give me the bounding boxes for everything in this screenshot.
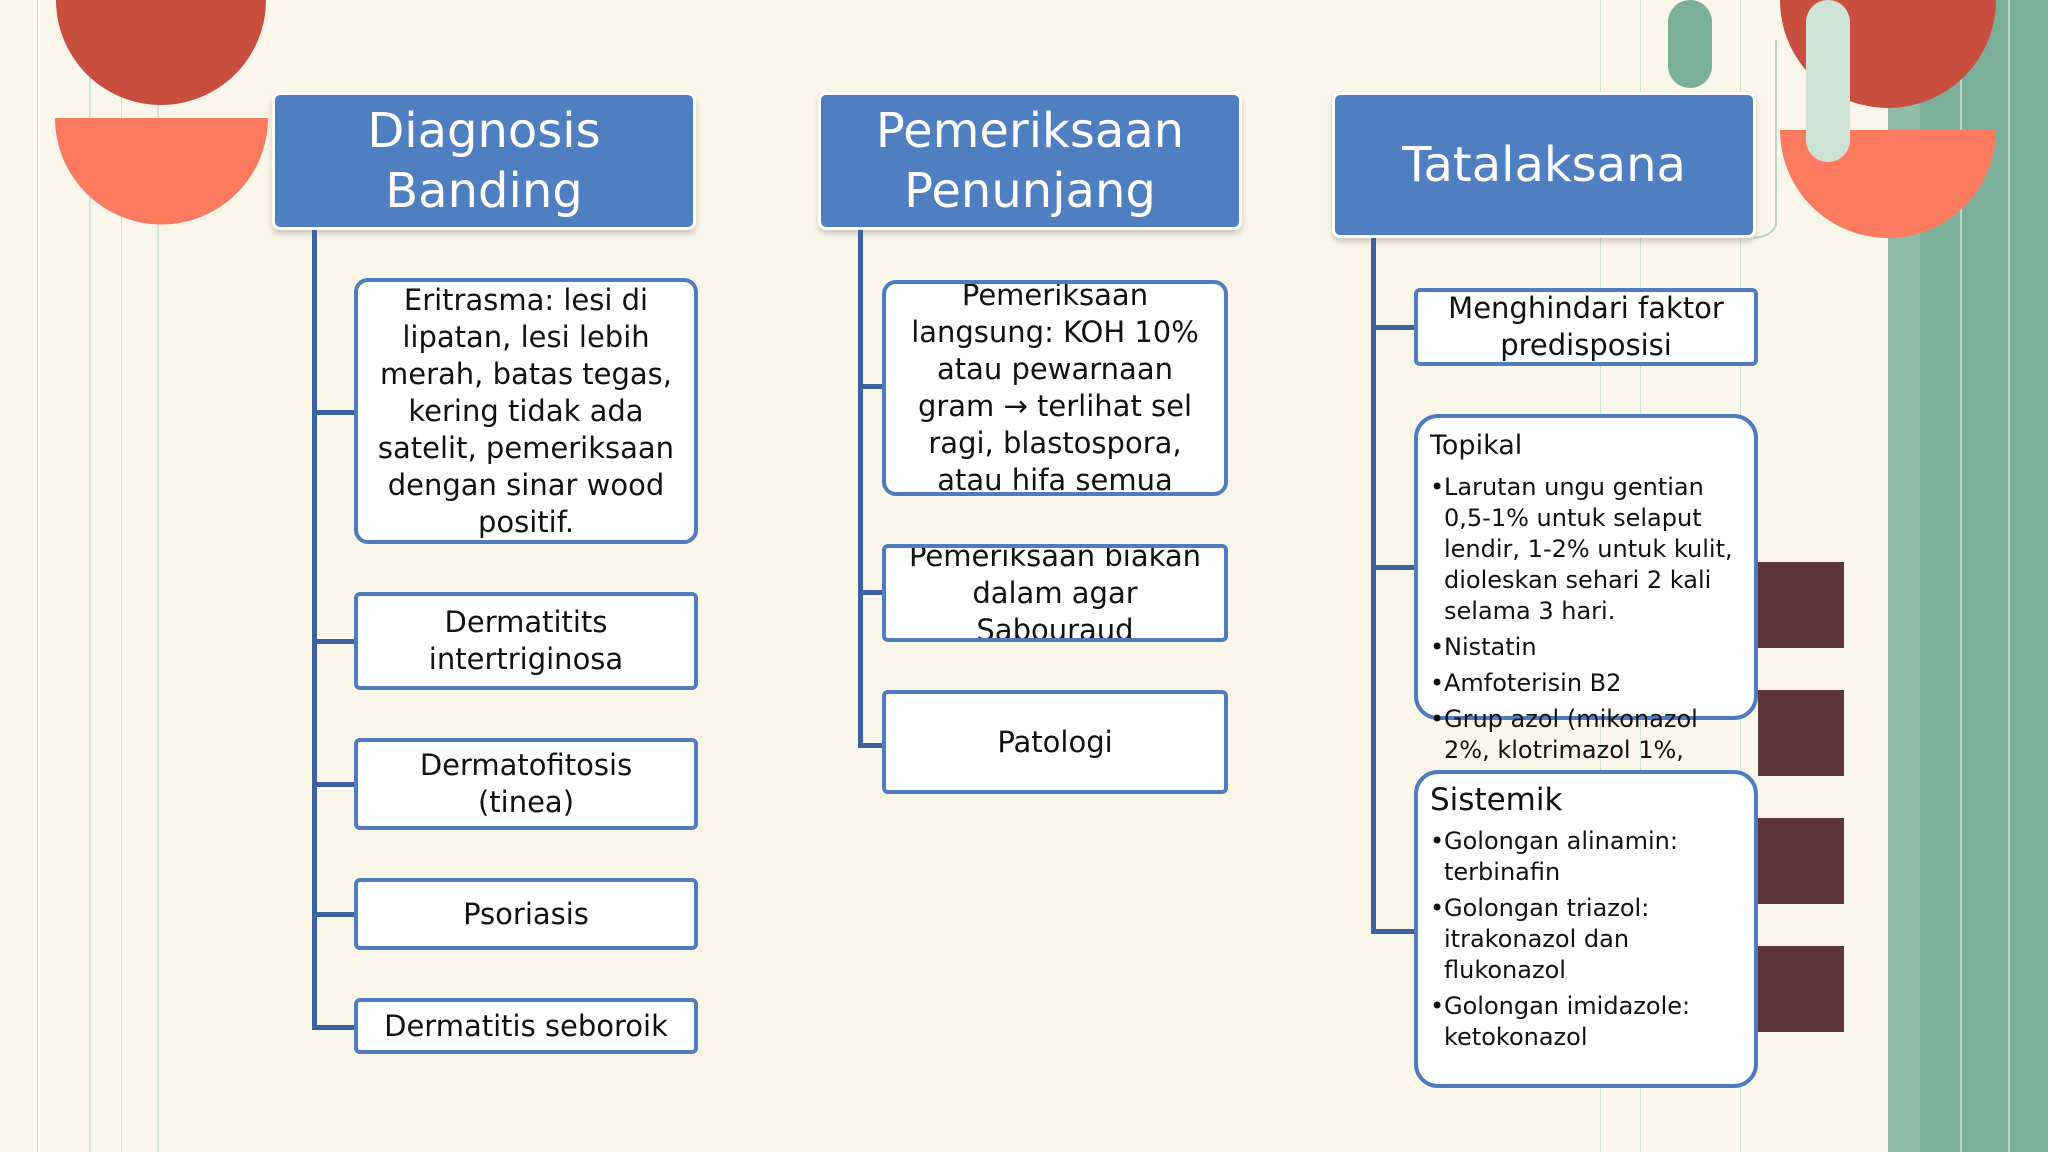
connector-branch (312, 639, 358, 644)
box-text: Dermatitits intertriginosa (428, 605, 624, 676)
connector-branch (312, 410, 358, 415)
list-item: •Nistatin (1430, 633, 1537, 661)
box-psoriasis: Psoriasis (354, 878, 698, 950)
decor-vertical-line (37, 0, 38, 1152)
connector-branch (312, 1025, 358, 1030)
header-pemeriksaan-penunjang: Pemeriksaan Penunjang (818, 92, 1242, 230)
sistemik-title: Sistemik (1430, 782, 1563, 818)
list-item-text: Nistatin (1444, 633, 1537, 661)
connector-trunk (312, 230, 317, 1030)
decor-brown-square (1758, 818, 1844, 904)
connector-branch (858, 743, 904, 748)
box-text: Dermatitis seboroik (384, 1008, 668, 1043)
box-text: Patologi (997, 724, 1113, 759)
list-item: •Golongan triazol: itrakonazol dan fluko… (1430, 894, 1650, 984)
list-item: •Amfoterisin B2 (1430, 669, 1622, 697)
box-topikal: Topikal •Larutan ungu gentian 0,5-1% unt… (1414, 414, 1758, 857)
box-dermatitis-seboroik: Dermatitis seboroik (354, 998, 698, 1054)
box-menghindari-faktor: Menghindari faktor predisposisi (1414, 288, 1758, 366)
header-line: Diagnosis (367, 103, 601, 159)
box-dermatitis-intertriginosa: Dermatitits intertriginosa (354, 592, 698, 690)
box-pemeriksaan-biakan: Pemeriksaan biakan dalam agar Sabouraud (882, 544, 1228, 642)
list-item: •Larutan ungu gentian 0,5-1% untuk selap… (1430, 473, 1733, 625)
header-tatalaksana: Tatalaksana (1332, 92, 1756, 238)
box-patologi: Patologi (882, 690, 1228, 794)
box-dermatofitosis: Dermatofitosis (tinea) (354, 738, 698, 830)
header-line: Pemeriksaan (875, 103, 1185, 159)
header-diagnosis-banding: Diagnosis Banding (272, 92, 696, 230)
box-text: Eritrasma: lesi di lipatan, lesi lebih m… (377, 282, 675, 539)
connector-branch (312, 912, 358, 917)
sistemik-list: •Golongan alinamin: terbinafin •Golongan… (1430, 826, 1744, 1053)
decor-brown-square (1758, 562, 1844, 648)
header-line: Banding (385, 163, 583, 219)
decor-brown-square (1758, 690, 1844, 776)
connector-trunk (858, 230, 863, 748)
decor-brown-square (1758, 946, 1844, 1032)
list-item-text: Amfoterisin B2 (1444, 669, 1622, 697)
topikal-title: Topikal (1430, 430, 1523, 461)
list-item-text: Golongan alinamin: terbinafin (1444, 827, 1678, 886)
box-pemeriksaan-langsung: Pemeriksaan langsung: KOH 10% atau pewar… (882, 280, 1228, 496)
decor-vertical-line (2008, 0, 2010, 1152)
list-item: •Golongan alinamin: terbinafin (1430, 827, 1678, 886)
decor-circles-right (1668, 0, 1996, 239)
connector-trunk (1371, 238, 1376, 934)
box-text: Psoriasis (463, 896, 589, 931)
list-item-text: Larutan ungu gentian 0,5-1% untuk selapu… (1444, 473, 1733, 625)
decor-vertical-line (157, 0, 159, 1152)
connector-branch (858, 384, 904, 389)
box-text: Dermatofitosis (tinea) (419, 748, 633, 819)
box-text: Pemeriksaan biakan dalam agar Sabouraud (908, 544, 1202, 642)
decor-vertical-line (1960, 0, 1962, 1152)
decor-vertical-line (121, 0, 122, 1152)
connector-branch (1371, 929, 1415, 934)
decor-vertical-line (89, 0, 91, 1152)
decor-circles-left (55, 0, 268, 225)
box-eritrasma: Eritrasma: lesi di lipatan, lesi lebih m… (354, 278, 698, 544)
box-text: Pemeriksaan langsung: KOH 10% atau pewar… (911, 280, 1199, 496)
connector-branch (1371, 325, 1415, 330)
list-item-text: Golongan triazol: itrakonazol dan flukon… (1444, 894, 1650, 984)
box-sistemik: Sistemik •Golongan alinamin: terbinafin … (1414, 770, 1758, 1088)
header-line: Penunjang (904, 163, 1156, 219)
connector-branch (1371, 565, 1415, 570)
header-line: Tatalaksana (1402, 137, 1686, 193)
list-item: •Golongan imidazole: ketokonazol (1430, 992, 1691, 1051)
connector-branch (312, 782, 358, 787)
box-text: Menghindari faktor predisposisi (1448, 291, 1724, 362)
list-item-text: Golongan imidazole: ketokonazol (1444, 992, 1691, 1051)
connector-branch (858, 590, 904, 595)
